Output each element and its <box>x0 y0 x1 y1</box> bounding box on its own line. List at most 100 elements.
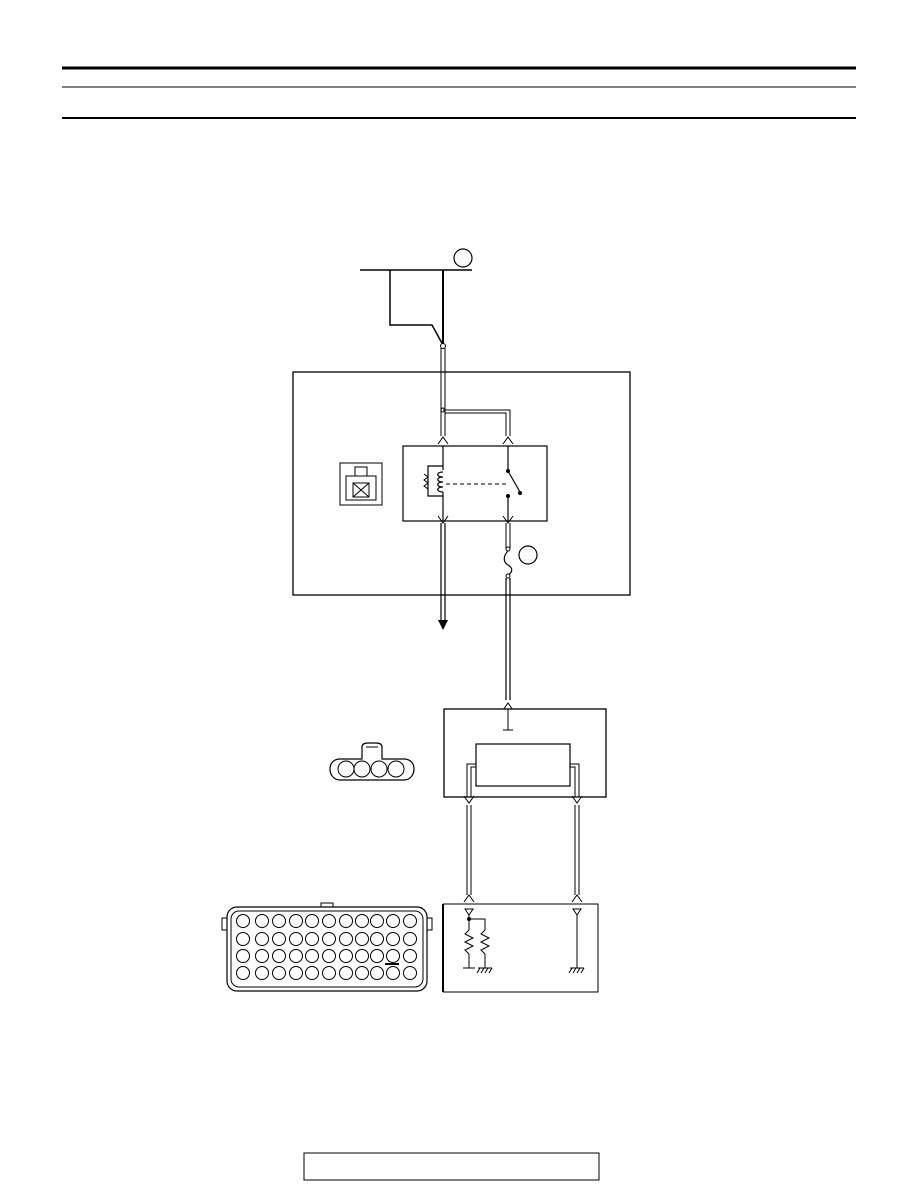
ecu-pin-2-1 <box>236 932 250 946</box>
relay-resistor <box>423 473 429 490</box>
ecu-pin-2-2 <box>255 932 269 946</box>
sensor-left-lead-outer <box>466 763 476 797</box>
ecu-pin-2-9 <box>370 932 384 946</box>
relay <box>402 445 548 522</box>
sensor-left-lead-inner <box>470 766 476 797</box>
ecu-resistor-1 <box>463 929 475 955</box>
callout-a <box>453 248 473 268</box>
relay-diode-loop <box>427 465 443 497</box>
ecu-pin-1-9 <box>370 914 384 928</box>
ecu-pin-4-4 <box>289 966 303 980</box>
ground-icon-2 <box>568 967 585 974</box>
ecu-pin-chevron-2 <box>571 894 583 903</box>
ecu-pin-4-8 <box>355 966 369 980</box>
power-branch-wire <box>389 270 444 346</box>
signal-wires <box>463 805 583 903</box>
footer-box <box>303 1152 600 1181</box>
fuse-icon <box>503 550 513 576</box>
ecu-pin-1-10 <box>386 914 400 928</box>
ecu-pin-4-10 <box>386 966 400 980</box>
ecu-pin-4-6 <box>322 966 336 980</box>
ecu-pin-2-6 <box>322 932 336 946</box>
ecu-pin-3-3 <box>272 949 286 963</box>
relay-top-pin-1 <box>437 436 449 445</box>
ecu-pin-4-2 <box>255 966 269 980</box>
fused-output <box>502 578 514 711</box>
relay-contact-right <box>518 491 522 495</box>
ecu-pin-4-1 <box>236 966 250 980</box>
four-pin-2 <box>353 760 371 778</box>
ecu-pin-4-7 <box>339 966 353 980</box>
fuse-terminal-bottom <box>505 573 511 579</box>
four-pin-connector <box>329 742 415 781</box>
ecu-pin-3-4 <box>289 949 303 963</box>
ecu-pin-4-3 <box>272 966 286 980</box>
relay-bottom-pin-2 <box>502 515 514 524</box>
ecu-pin-1-2 <box>255 914 269 928</box>
callout-b <box>518 545 538 565</box>
ecu-pin-2-7 <box>339 932 353 946</box>
four-pin-3 <box>370 760 388 778</box>
ecu-resistor-2 <box>479 929 491 955</box>
page-header <box>62 66 856 119</box>
ecu-pin-3-1 <box>236 949 250 963</box>
ecu-pin-3-2 <box>255 949 269 963</box>
control-unit-outline <box>443 903 599 993</box>
ecu-pin-4-11 <box>403 966 417 980</box>
relay-connector <box>339 462 383 506</box>
ecu-pin-2-10 <box>386 932 400 946</box>
sensor-element <box>475 743 571 787</box>
sensor-top-pin-chevron <box>502 702 514 711</box>
relay-switch-arm <box>507 470 521 493</box>
control-unit <box>442 903 599 993</box>
ecu-pin-1-6 <box>322 914 336 928</box>
ecu-pin-1-7 <box>339 914 353 928</box>
ecu-pin-3-8 <box>355 949 369 963</box>
ecu-pin-1-4 <box>289 914 303 928</box>
ecu-pin-1-8 <box>355 914 369 928</box>
ecu-pin-2-3 <box>272 932 286 946</box>
ecu-input-1-icon <box>464 908 474 916</box>
switch-feed-outer <box>443 409 511 436</box>
relay-bottom-pin-1 <box>437 515 449 524</box>
relay-top-pin-2 <box>502 436 514 445</box>
ecu-pin-3-6 <box>322 949 336 963</box>
power-feed <box>360 248 473 349</box>
sensor-module <box>443 708 607 798</box>
ecu-input-1-branch <box>469 918 486 930</box>
ecu-pin-4-9 <box>370 966 384 980</box>
sensor-right-lead-inner <box>570 766 576 797</box>
ecu-connector-pins <box>236 914 417 980</box>
four-pin-4 <box>387 760 405 778</box>
splice-point <box>440 343 446 349</box>
sensor-bottom-pin-2 <box>571 795 583 804</box>
ecu-pin-1-11 <box>403 914 417 928</box>
ground-arrow-icon <box>438 620 448 630</box>
ecu-pin-3-10 <box>386 949 400 963</box>
ecu-pin-2-5 <box>305 932 319 946</box>
ecu-pin-2-11 <box>403 932 417 946</box>
ecu-connector <box>221 902 433 992</box>
four-pin-1 <box>337 760 355 778</box>
ecu-input-2-icon <box>572 908 582 916</box>
page-footer <box>303 1152 600 1181</box>
ecu-pin-3-11 <box>403 949 417 963</box>
ground-icon-1 <box>476 967 493 974</box>
ecu-pin-2-4 <box>289 932 303 946</box>
ecu-pin-1-3 <box>272 914 286 928</box>
ecu-pin-3-5 <box>305 949 319 963</box>
ecu-pin-2-8 <box>355 932 369 946</box>
sensor-right-lead-outer <box>570 763 580 797</box>
ecu-pin-4-5 <box>305 966 319 980</box>
switch-feed-inner <box>445 412 507 436</box>
sensor-bottom-pin-1 <box>463 795 475 804</box>
ecu-pin-3-7 <box>339 949 353 963</box>
ecu-pin-3-9 <box>370 949 384 963</box>
ecu-pin-chevron-1 <box>463 894 475 903</box>
fuse-terminal-top <box>505 546 511 552</box>
relay-box <box>292 348 631 630</box>
ecu-pin-1-5 <box>305 914 319 928</box>
relay-connector-x2 <box>352 482 370 498</box>
relay-coil-icon <box>437 471 444 493</box>
